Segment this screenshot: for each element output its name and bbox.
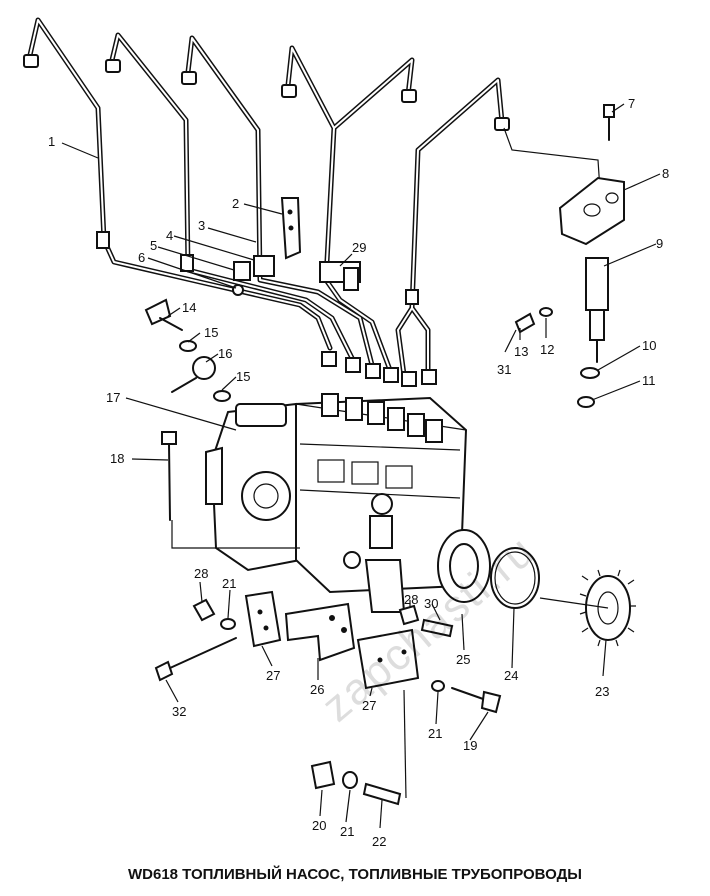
diagram-caption: WD618 ТОПЛИВНЫЙ НАСОС, ТОПЛИВНЫЕ ТРУБОПР… [128, 866, 582, 883]
callout-15-upper: 15 [204, 325, 218, 340]
fuel-pipes [23, 17, 510, 379]
callout-7: 7 [628, 96, 635, 111]
callout-28-left: 28 [194, 566, 208, 581]
callout-28-right: 28 [404, 592, 418, 607]
callout-32: 32 [172, 704, 186, 719]
banjo-fitting [144, 298, 231, 402]
callout-1: 1 [48, 134, 55, 149]
callout-25: 25 [456, 652, 470, 667]
callout-30: 30 [424, 596, 438, 611]
callout-5: 5 [150, 238, 157, 253]
mounting-hardware [154, 590, 502, 806]
callout-19: 19 [463, 738, 477, 753]
callout-8: 8 [662, 166, 669, 181]
callout-22: 22 [372, 834, 386, 849]
callout-11: 11 [642, 373, 656, 388]
callout-21-left: 21 [222, 576, 236, 591]
callout-17: 17 [106, 390, 120, 405]
callout-10: 10 [642, 338, 656, 353]
callout-18: 18 [110, 451, 124, 466]
callout-31: 31 [497, 362, 511, 377]
callout-3: 3 [198, 218, 205, 233]
callout-27-left: 27 [266, 668, 280, 683]
callout-23: 23 [595, 684, 609, 699]
long-bolt [161, 431, 300, 549]
callout-2: 2 [232, 196, 239, 211]
callout-6: 6 [138, 250, 145, 265]
callout-leaders [61, 103, 661, 829]
injector-group [514, 104, 625, 408]
callout-numbers: 1 2 3 4 5 6 7 8 9 10 11 12 13 14 15 16 1… [48, 96, 669, 849]
pipe-clamps [232, 197, 361, 296]
callout-12: 12 [540, 342, 554, 357]
callout-26: 26 [310, 682, 324, 697]
callout-24: 24 [504, 668, 518, 683]
callout-21-right: 21 [428, 726, 442, 741]
injection-pump [205, 351, 491, 613]
callout-15-lower: 15 [236, 369, 250, 384]
callout-20: 20 [312, 818, 326, 833]
callout-21-bottom: 21 [340, 824, 354, 839]
link-line [503, 127, 601, 191]
drive-parts [490, 547, 636, 647]
callout-16: 16 [218, 346, 232, 361]
callout-13: 13 [514, 344, 528, 359]
callout-9: 9 [656, 236, 663, 251]
callout-14: 14 [182, 300, 196, 315]
callout-27-right: 27 [362, 698, 376, 713]
callout-4: 4 [166, 228, 173, 243]
callout-29: 29 [352, 240, 366, 255]
